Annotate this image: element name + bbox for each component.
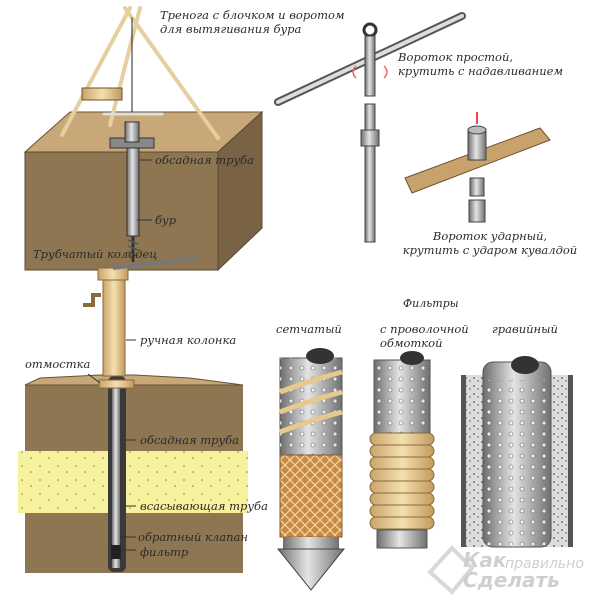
- check-valve-label: обратный клапан: [138, 530, 248, 544]
- gravel-filter: [461, 356, 573, 548]
- casing-pipe-with-drill: [109, 121, 155, 262]
- gravel-filter-label: гравийный: [492, 322, 558, 336]
- impact-wrench-line2: крутить с ударом кувалдой: [402, 243, 578, 257]
- wire-filter-line2: обмоткой: [380, 336, 443, 350]
- apron-label: отмостка: [25, 357, 91, 371]
- mesh-filter-label: сетчатый: [276, 322, 342, 336]
- watermark-line2: правильно: [505, 556, 584, 572]
- well-casing-label: обсадная труба: [140, 433, 240, 447]
- simple-wrench-line1: Вороток простой,: [398, 50, 514, 64]
- drill-label: бур: [155, 213, 177, 227]
- watermark-house-logo: [427, 545, 475, 595]
- watermark-line3: Сделать: [463, 568, 560, 592]
- casing-pipe-label: обсадная труба: [155, 153, 255, 167]
- filter-label: фильтр: [140, 545, 189, 559]
- wire-wound-filter: [369, 351, 435, 549]
- tube-well-title: Трубчатый колодец: [33, 247, 158, 261]
- wire-filter-line1: с проволочной: [380, 322, 469, 336]
- soil-block: [23, 110, 264, 272]
- suction-pipe-label: всасывающая труба: [140, 499, 268, 513]
- impact-wrench-label: Вороток ударный,крутить с ударом кувалдо…: [390, 229, 590, 257]
- tube-well: [18, 256, 248, 573]
- simple-wrench: [274, 12, 466, 243]
- simple-wrench-line2: крутить с надавливанием: [398, 64, 563, 78]
- impact-wrench: [404, 112, 551, 223]
- impact-wrench-line1: Вороток ударный,: [432, 229, 548, 243]
- tripod: [60, 6, 220, 140]
- filters-title: Фильтры: [403, 297, 459, 310]
- tripod-label-line1: Тренога с блочком и воротом: [160, 8, 345, 22]
- hand-pump-label: ручная колонка: [140, 333, 237, 347]
- watermark-line1: Как: [463, 548, 507, 572]
- tripod-label-line2: для вытягивания бура: [160, 22, 302, 36]
- mesh-filter: [276, 348, 346, 591]
- simple-wrench-label: Вороток простой,крутить с надавливанием: [398, 50, 563, 78]
